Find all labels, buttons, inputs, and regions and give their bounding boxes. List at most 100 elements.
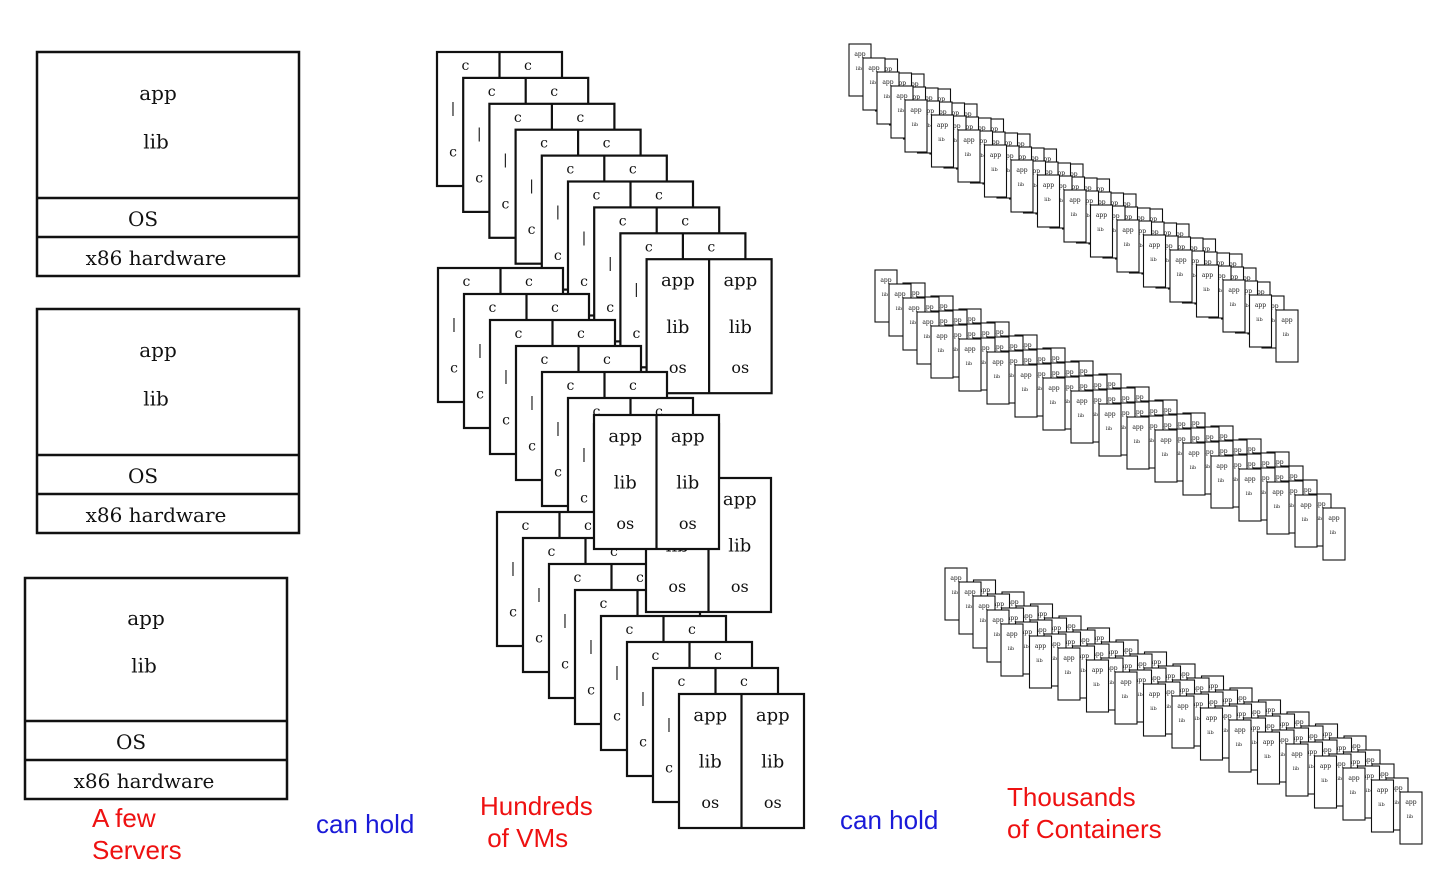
container-app-label: app <box>1119 201 1130 208</box>
vm-app-label: c <box>551 300 564 316</box>
container-frame <box>1142 683 1167 737</box>
container-frame <box>1028 635 1053 689</box>
container-lib-label: lib <box>1064 399 1070 405</box>
container-app-label: app <box>1206 699 1217 706</box>
container-lib-label: lib <box>1071 212 1077 218</box>
container-app-label: app <box>1107 649 1118 656</box>
container-app-label: app <box>1016 167 1027 174</box>
container-app-label: app <box>936 318 947 325</box>
container-lib-label: lib <box>1162 452 1168 458</box>
container-app-label: app <box>1135 228 1146 235</box>
vm-os-label: c <box>606 300 614 316</box>
container-app-label: app <box>1006 358 1017 365</box>
server-lib-label: lib <box>143 129 169 153</box>
vm-lib-label: | <box>608 256 613 272</box>
container-app-label: app <box>894 291 905 298</box>
container-frame <box>1126 416 1150 470</box>
vm-app-label: c <box>678 674 691 690</box>
vm-lib-label: lib <box>614 473 637 494</box>
container-lib-label: lib <box>1407 814 1413 820</box>
container-app-label: app <box>1363 773 1374 780</box>
container-lib-label: lib <box>898 108 904 114</box>
container-app-label: app <box>1349 759 1360 766</box>
container-lib-label: lib <box>1364 788 1370 794</box>
vm-os-label: c <box>502 413 510 429</box>
container-lib-label: lib <box>1008 646 1014 652</box>
container-lib-label: lib <box>980 618 986 624</box>
caption-thousands-of-containers: Thousands of Containers <box>1007 782 1162 844</box>
container-frame <box>930 114 955 168</box>
vm-os-label: c <box>450 361 458 377</box>
vm-os-label: os <box>731 577 749 596</box>
vm-lib-label: | <box>529 178 534 194</box>
container-frame <box>1228 719 1252 773</box>
container-app-label: app <box>1228 287 1239 294</box>
container-app-label: app <box>1118 395 1129 402</box>
container-app-label: app <box>978 330 989 337</box>
container-app-label: app <box>1216 463 1227 470</box>
container-lib-label: lib <box>1283 332 1289 338</box>
container-app-label: app <box>1320 747 1331 754</box>
container-frame <box>1057 647 1081 701</box>
server-frame <box>23 576 289 801</box>
vm-app-label: c <box>577 326 590 342</box>
vm-app-label: c <box>550 84 563 100</box>
vm-lib-label: | <box>451 100 456 116</box>
container-app-label: app <box>1300 487 1311 494</box>
container-app-label: app <box>907 81 918 88</box>
container-app-label: app <box>964 316 975 323</box>
server-hardware-label: x86 hardware <box>86 246 227 270</box>
vm-app-label: app <box>608 426 642 447</box>
container-app-label: app <box>1093 635 1104 642</box>
container-app-label: app <box>1043 182 1054 189</box>
container-lib-label: lib <box>1190 465 1196 471</box>
container-lib-label: lib <box>1307 764 1313 770</box>
container-app-label: app <box>1348 775 1359 782</box>
container-frame <box>1285 743 1309 797</box>
container-app-label: app <box>880 277 891 284</box>
caption-hundreds-of-vms: Hundreds of VMs <box>480 791 593 853</box>
vm-app-label: c <box>462 58 475 74</box>
container-frame <box>1313 755 1338 809</box>
container-app-label: app <box>1314 501 1325 508</box>
container-app-label: app <box>1064 639 1075 646</box>
container-lib-label: lib <box>1232 477 1238 483</box>
container-app-label: app <box>1253 289 1264 296</box>
container-app-label: app <box>1321 731 1332 738</box>
vm-app-label: c <box>540 136 553 152</box>
vm-lib-label: lib <box>666 317 689 338</box>
vm-app-label: c <box>626 622 639 638</box>
container-app-label: app <box>1068 184 1079 191</box>
container-app-label: app <box>1048 370 1059 377</box>
container-frame <box>958 338 982 392</box>
vm-lib-label: | <box>452 316 457 332</box>
container-app-label: app <box>1078 637 1089 644</box>
container-app-label: app <box>1082 198 1093 205</box>
container-app-label: app <box>1244 461 1255 468</box>
container-lib-label: lib <box>1078 413 1084 419</box>
container-app-label: app <box>1092 667 1103 674</box>
container-app-label: app <box>1225 261 1236 268</box>
container-app-label: app <box>895 80 906 87</box>
container-app-label: app <box>1278 721 1289 728</box>
container-app-label: app <box>1146 408 1157 415</box>
container-lib-label: lib <box>1018 182 1024 188</box>
vm-lib-label: | <box>615 664 620 680</box>
container-app-label: app <box>1013 141 1024 148</box>
vm-app-label: c <box>489 300 502 316</box>
container-app-label: app <box>992 617 1003 624</box>
container-app-label: app <box>1258 475 1269 482</box>
container-frame <box>1222 279 1246 333</box>
vm-app-label: app <box>671 426 705 447</box>
container-app-label: app <box>988 139 999 146</box>
container-app-label: app <box>854 51 865 58</box>
